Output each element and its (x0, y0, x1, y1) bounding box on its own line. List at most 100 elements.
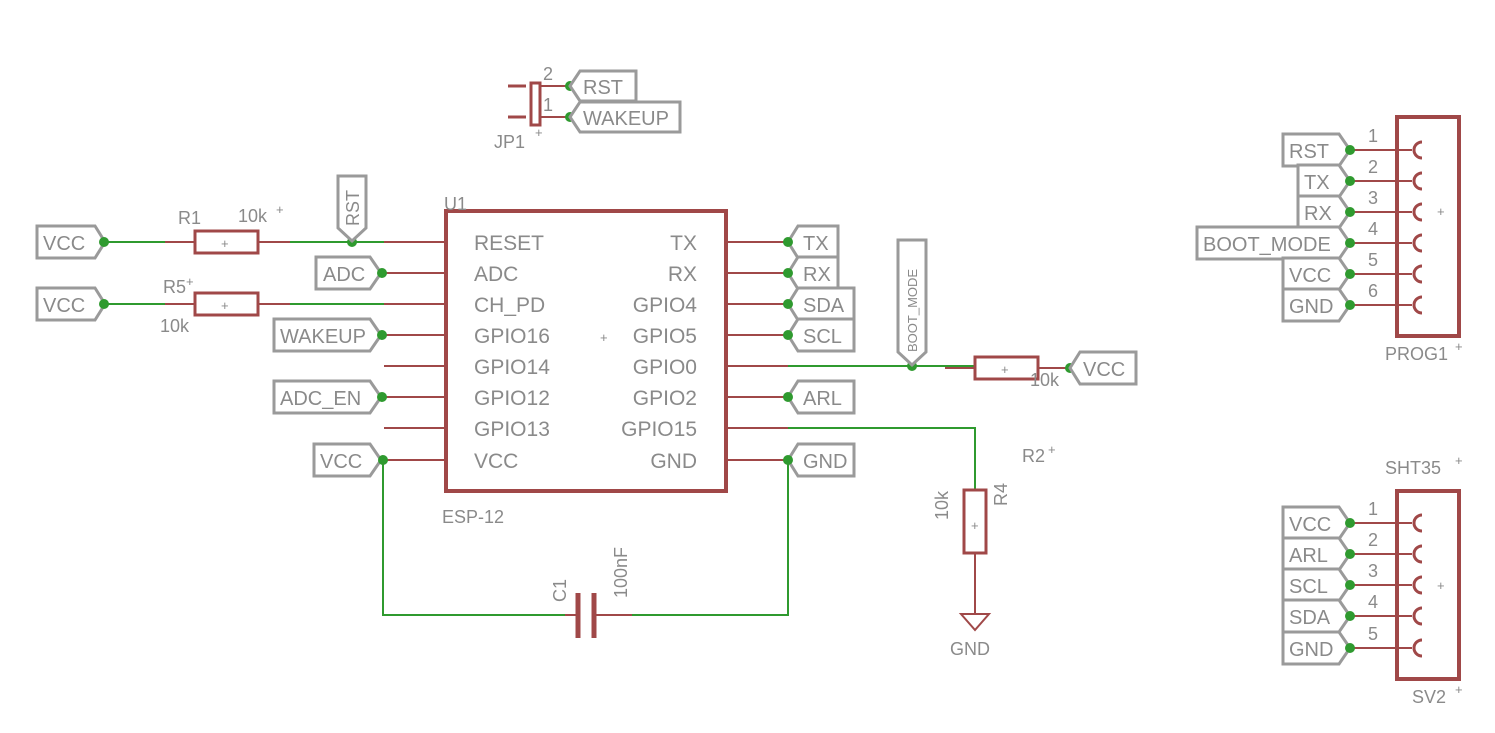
label-vcc-r2[interactable]: VCC (1068, 350, 1138, 386)
sv2-pin-5[interactable]: GND 5 (1281, 624, 1423, 666)
junction-vcc-r1 (99, 237, 109, 247)
label-boot-mode-vertical[interactable]: BOOT_MODE (896, 238, 928, 368)
prog1-pin-4[interactable]: BOOT_MODE 4 (1195, 219, 1423, 261)
svg-text:+: + (1437, 578, 1445, 593)
junction-vcc-r5 (99, 299, 109, 309)
label-scl[interactable]: SCL (786, 317, 856, 353)
svg-text:SCL: SCL (803, 326, 842, 348)
label-vcc-r1[interactable]: VCC (35, 224, 107, 260)
jp1-ref: JP1 (494, 132, 525, 152)
u1-pin-gpio16: GPIO16 (474, 325, 550, 348)
u1-pin-gpio0: GPIO0 (633, 356, 697, 379)
jumper-jp1[interactable]: 2 1 JP1 + (494, 64, 570, 152)
capacitor-c1[interactable]: C1 100nF (550, 547, 632, 638)
u1-pin-ch-pd: CH_PD (474, 294, 545, 317)
label-adc[interactable]: ADC (314, 255, 383, 291)
prog1-body (1395, 115, 1461, 338)
u1-origin-cross: + (600, 330, 608, 345)
svg-text:+: + (535, 125, 543, 140)
r5-ref: R5 (163, 277, 186, 297)
prog1-pin-3[interactable]: RX 3 (1296, 188, 1423, 230)
svg-text:RX: RX (1304, 203, 1332, 225)
connector-sv2[interactable]: + SHT35 + SV2 + VCC 1 ARL 2 SCL 3 (1281, 453, 1463, 707)
svg-text:+: + (1455, 682, 1463, 697)
label-wakeup[interactable]: WAKEUP (272, 317, 383, 353)
sv2-pin-1[interactable]: VCC 1 (1281, 499, 1423, 541)
label-adc-en[interactable]: ADC_EN (272, 379, 383, 415)
u1-right-pin-stubs (726, 241, 788, 461)
svg-text:VCC: VCC (1083, 359, 1125, 381)
svg-text:+: + (221, 298, 229, 313)
label-sda[interactable]: SDA (786, 286, 856, 322)
wire-vcc-c1 (382, 460, 565, 616)
wire-gpio15-r4 (788, 427, 976, 490)
svg-text:1: 1 (1368, 126, 1378, 146)
junction-tx (783, 237, 793, 247)
junction-adc-en (377, 392, 387, 402)
svg-text:SDA: SDA (1289, 607, 1331, 629)
jp1-pin1: 1 (543, 95, 553, 115)
u1-pin-vcc: VCC (474, 450, 518, 473)
resistor-r2[interactable]: + 10k R2 + (945, 355, 1070, 466)
u1-value: ESP-12 (442, 507, 504, 527)
r4-ref: R4 (991, 483, 1011, 506)
label-wakeup-jp1[interactable]: WAKEUP (568, 100, 682, 134)
label-vcc-u1[interactable]: VCC (312, 442, 383, 478)
svg-text:BOOT_MODE: BOOT_MODE (905, 269, 920, 352)
sv2-pin-3[interactable]: SCL 3 (1281, 561, 1423, 603)
svg-text:BOOT_MODE: BOOT_MODE (1203, 234, 1331, 256)
connector-prog1[interactable]: + PROG1 + RST 1 TX 2 RX 3 (1195, 115, 1463, 364)
u1-pin-gpio13: GPIO13 (474, 418, 550, 441)
label-rst-jp1[interactable]: RST (568, 69, 638, 103)
svg-text:VCC: VCC (1289, 514, 1331, 536)
svg-text:VCC: VCC (43, 295, 85, 317)
sv2-ref: SV2 (1412, 687, 1446, 707)
r2-value: 10k (1030, 370, 1060, 390)
svg-text:GND: GND (803, 451, 847, 473)
u1-left-pin-stubs (384, 241, 446, 461)
svg-text:+: + (221, 236, 229, 251)
resistor-r1[interactable]: + R1 10k + (165, 202, 290, 255)
resistor-r4[interactable]: + 10k R4 (932, 483, 1011, 585)
label-vcc-r5[interactable]: VCC (35, 286, 107, 322)
svg-text:2: 2 (1368, 157, 1378, 177)
label-rx[interactable]: RX (786, 255, 840, 291)
label-rst-vertical[interactable]: RST (336, 174, 368, 244)
u1-pin-gpio4: GPIO4 (633, 294, 698, 317)
svg-text:RST: RST (343, 190, 363, 226)
prog1-pin-6[interactable]: GND 6 (1281, 281, 1423, 323)
junction-wakeup (377, 330, 387, 340)
svg-text:GND: GND (1289, 296, 1333, 318)
junction-scl (783, 330, 793, 340)
svg-text:SDA: SDA (803, 295, 845, 317)
prog1-pin-5[interactable]: VCC 5 (1281, 250, 1423, 292)
prog1-pin-1[interactable]: RST 1 (1281, 126, 1423, 168)
r1-value: 10k (238, 206, 268, 226)
svg-text:TX: TX (803, 233, 829, 255)
sv2-pin-2[interactable]: ARL 2 (1281, 530, 1423, 572)
u1-pin-gnd: GND (650, 450, 697, 473)
svg-text:VCC: VCC (43, 233, 85, 255)
c1-value: 100nF (611, 547, 631, 598)
jp1-pin2: 2 (543, 64, 553, 84)
r2-ref: R2 (1022, 446, 1045, 466)
junction-adc (377, 268, 387, 278)
svg-text:GND: GND (1289, 639, 1333, 661)
label-tx[interactable]: TX (786, 224, 840, 260)
u1-pin-rx: RX (668, 263, 697, 286)
u1-pin-gpio2: GPIO2 (633, 387, 697, 410)
sv2-pin-4[interactable]: SDA 4 (1281, 592, 1423, 634)
svg-text:ADC_EN: ADC_EN (280, 388, 361, 410)
svg-text:WAKEUP: WAKEUP (280, 326, 366, 348)
svg-text:2: 2 (1368, 530, 1378, 550)
junction-sda (783, 299, 793, 309)
resistor-r5[interactable]: + R5 + 10k (160, 274, 290, 336)
prog1-pin-2[interactable]: TX 2 (1296, 157, 1423, 199)
r4-value: 10k (932, 490, 952, 520)
u1-pin-gpio14: GPIO14 (474, 356, 550, 379)
u1-esp12[interactable]: RESET ADC CH_PD GPIO16 GPIO14 GPIO12 GPI… (384, 194, 788, 527)
label-arl[interactable]: ARL (786, 379, 856, 415)
label-gnd-u1[interactable]: GND (786, 442, 856, 478)
svg-text:GND: GND (950, 639, 990, 659)
svg-text:+: + (1455, 453, 1463, 468)
